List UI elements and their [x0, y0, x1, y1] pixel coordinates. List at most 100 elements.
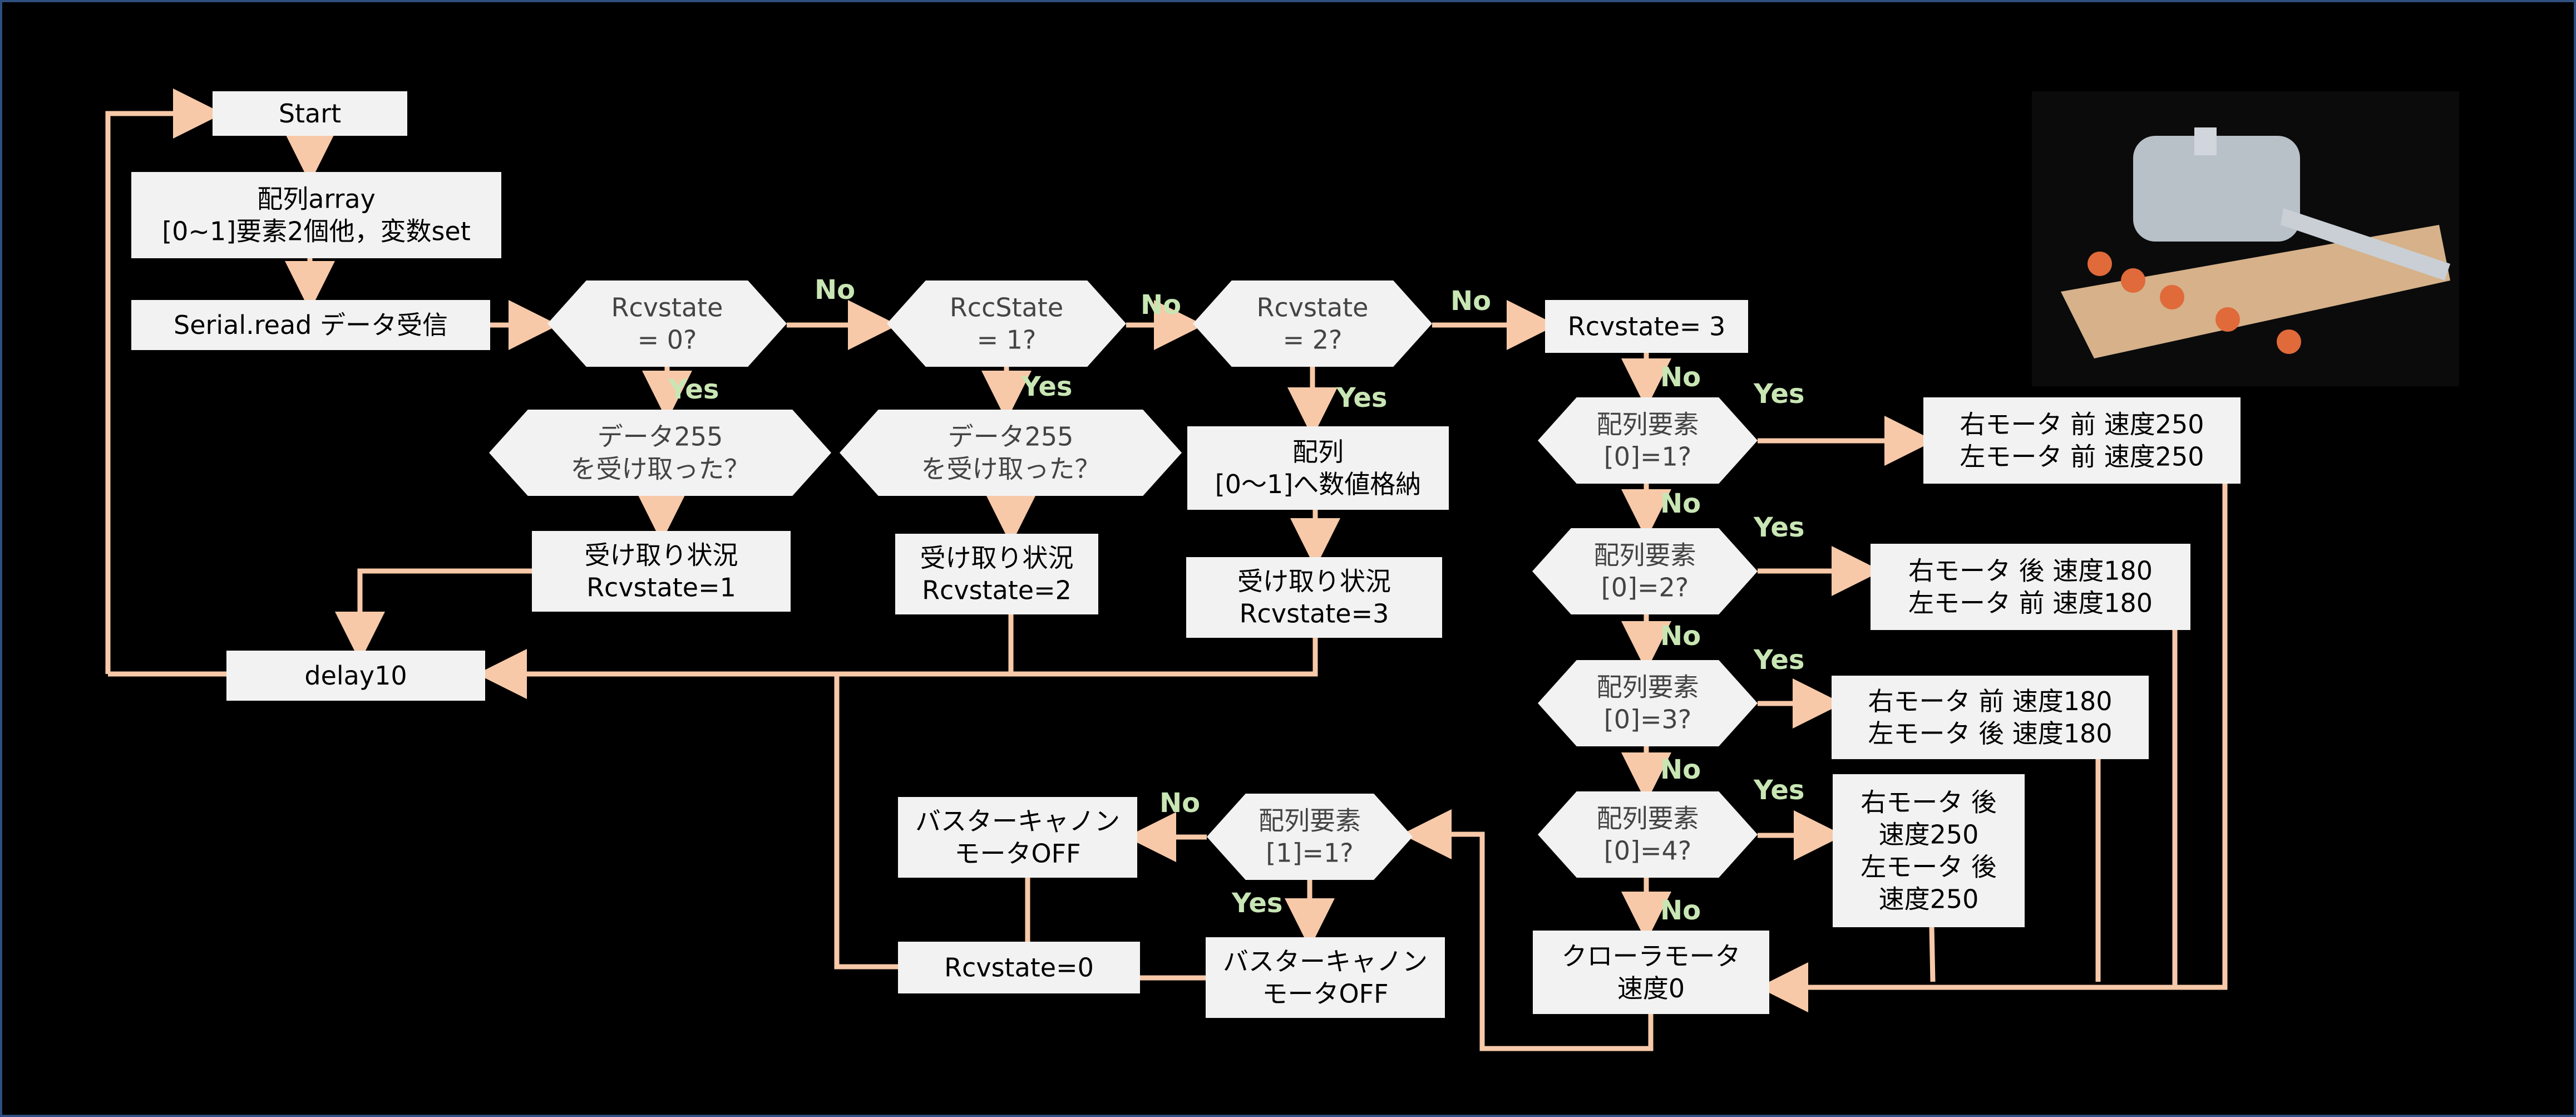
- node-a2-line-1: [0]=2?: [1601, 573, 1689, 603]
- node-st3-line-1: Rcvstate=3: [1240, 599, 1389, 629]
- yes-label-4: Yes: [1753, 512, 1804, 543]
- node-store-line-0: 配列: [1292, 437, 1344, 467]
- node-a2: 配列要素[0]=2?: [1532, 528, 1758, 614]
- node-a1-line-1: [0]=1?: [1604, 442, 1691, 472]
- node-crawler-line-0: クローラモータ: [1562, 941, 1741, 971]
- node-a3-line-0: 配列要素: [1597, 672, 1699, 702]
- edge-14: [477, 614, 1014, 699]
- node-read: Serial.read データ受信: [131, 300, 490, 350]
- no-label-15: No: [1660, 895, 1701, 926]
- edge-17: [834, 674, 898, 970]
- node-rs3: Rcvstate= 3: [1545, 300, 1748, 353]
- node-m1-line-0: 右モータ 前 速度250: [1960, 410, 2204, 440]
- node-init: 配列array[0~1]要素2個他，変数set: [131, 172, 501, 258]
- node-m4-line-0: 右モータ 後: [1861, 788, 1997, 818]
- yes-label-7: Yes: [1231, 888, 1282, 919]
- nodes: Start 配列array[0~1]要素2個他，変数setSerial.read …: [131, 91, 2241, 1018]
- no-label-9: No: [1141, 289, 1181, 321]
- node-st2-line-1: Rcvstate=2: [922, 575, 1072, 606]
- yes-label-3: Yes: [1753, 378, 1804, 410]
- no-label-14: No: [1660, 754, 1701, 785]
- node-rs0: Rcvstate=0: [898, 942, 1140, 993]
- node-m4-line-3: 速度250: [1879, 884, 1979, 914]
- node-st1-line-1: Rcvstate=1: [586, 573, 736, 603]
- no-label-10: No: [1450, 286, 1491, 317]
- node-b1-line-1: [1]=1?: [1266, 838, 1353, 868]
- node-bOff2-line-1: モータOFF: [1262, 979, 1388, 1009]
- yes-label-6: Yes: [1753, 775, 1804, 806]
- node-q255a-line-0: データ255: [598, 422, 723, 452]
- node-init-line-0: 配列array: [257, 184, 376, 214]
- node-bOff2-line-0: バスターキャノン: [1223, 947, 1428, 977]
- node-d2-line-1: = 2?: [1283, 325, 1343, 355]
- node-a4-line-0: 配列要素: [1597, 804, 1699, 834]
- node-d0: Rcvstate= 0?: [547, 281, 787, 367]
- node-rs3-line-0: Rcvstate= 3: [1568, 312, 1725, 342]
- edge-27: [1758, 484, 2228, 1012]
- node-a3: 配列要素[0]=3?: [1538, 660, 1758, 746]
- yes-label-2: Yes: [1336, 382, 1387, 414]
- node-st3-line-0: 受け取り状況: [1237, 567, 1391, 597]
- tank-robot-photo: [2032, 91, 2459, 386]
- node-b1-line-0: 配列要素: [1259, 806, 1361, 836]
- no-label-8: No: [815, 274, 855, 306]
- yes-label-0: Yes: [668, 374, 719, 405]
- node-store: 配列[0～1]へ数値格納: [1187, 426, 1449, 510]
- node-d0-line-0: Rcvstate: [611, 293, 723, 323]
- node-d2: Rcvstate= 2?: [1193, 281, 1432, 367]
- node-st1-line-0: 受け取り状況: [585, 540, 738, 570]
- node-start: Start: [213, 91, 407, 136]
- node-bOff1-line-1: モータOFF: [954, 839, 1080, 869]
- node-a1-line-0: 配列要素: [1597, 410, 1699, 440]
- edge-30: [1929, 927, 1936, 982]
- edge-0: [105, 88, 223, 674]
- node-m3-line-1: 左モータ 後 速度180: [1868, 719, 2112, 749]
- node-crawler-line-1: 速度0: [1617, 973, 1685, 1003]
- node-store-line-1: [0～1]へ数値格納: [1215, 469, 1421, 499]
- node-q255a-line-1: を受け取った？: [571, 454, 750, 484]
- node-start-line-0: Start: [279, 99, 341, 129]
- node-m1-line-1: 左モータ 前 速度250: [1960, 442, 2204, 472]
- node-init-line-1: [0~1]要素2個他，変数set: [162, 216, 471, 247]
- node-m2-line-0: 右モータ 後 速度180: [1908, 556, 2153, 586]
- no-label-12: No: [1660, 488, 1701, 519]
- node-d2-line-0: Rcvstate: [1256, 293, 1368, 323]
- yes-label-5: Yes: [1753, 644, 1804, 676]
- node-b1: 配列要素[1]=1?: [1207, 794, 1413, 880]
- no-label-16: No: [1159, 788, 1200, 819]
- node-a3-line-1: [0]=3?: [1604, 705, 1691, 735]
- node-d0-line-1: = 0?: [638, 325, 697, 355]
- node-q255b-line-1: を受け取った？: [921, 454, 1101, 484]
- edge-13: [335, 568, 532, 662]
- edge-31: [1401, 809, 1654, 1051]
- edges: [105, 88, 2228, 1051]
- node-delay: delay10: [226, 651, 485, 701]
- node-read-line-0: Serial.read データ受信: [174, 310, 448, 340]
- node-m2-line-1: 左モータ 前 速度180: [1908, 588, 2153, 618]
- node-bOff1-line-0: バスターキャノン: [915, 806, 1120, 836]
- node-m3-line-0: 右モータ 前 速度180: [1868, 686, 2112, 716]
- node-a1: 配列要素[0]=1?: [1538, 397, 1758, 484]
- node-rs0-line-0: Rcvstate=0: [944, 953, 1094, 983]
- node-d1: RccState= 1?: [887, 281, 1126, 367]
- node-a4-line-1: [0]=4?: [1604, 836, 1691, 866]
- node-d1-line-0: RccState: [950, 293, 1063, 323]
- no-label-11: No: [1660, 362, 1701, 393]
- node-q255b-line-0: データ255: [948, 422, 1074, 452]
- node-d1-line-1: = 1?: [977, 325, 1037, 355]
- node-m4-line-1: 速度250: [1879, 820, 1979, 850]
- edge-15: [1011, 638, 1318, 677]
